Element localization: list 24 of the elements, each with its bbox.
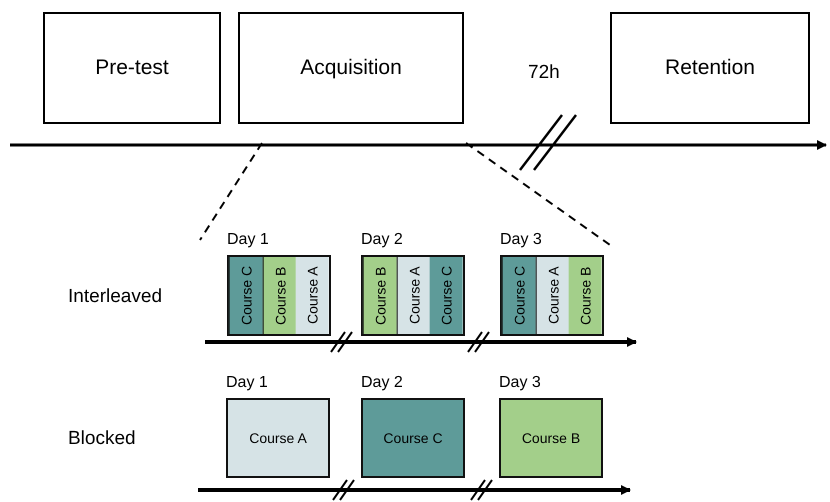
row-label: Blocked [68, 428, 136, 450]
course-block: Course C [229, 257, 263, 334]
phase-box: Acquisition [238, 12, 464, 124]
course-block: Course B [569, 257, 602, 334]
course-block: Course B [363, 257, 397, 334]
course-block: Course A [536, 257, 570, 334]
day-label: Day 2 [361, 231, 403, 249]
day-label: Day 1 [227, 231, 269, 249]
course-block: Course C [430, 257, 464, 334]
day-label: Day 2 [361, 374, 403, 392]
course-block: Course A [296, 257, 330, 334]
phase-box: Retention [610, 12, 810, 124]
day-label: Day 1 [226, 374, 268, 392]
course-block: Course B [499, 398, 603, 478]
course-block: Course B [262, 257, 296, 334]
day-label: Day 3 [500, 231, 542, 249]
phase-box: Pre-test [43, 12, 221, 124]
course-block: Course C [502, 257, 536, 334]
course-block: Course A [396, 257, 430, 334]
duration-label: 72h [528, 62, 560, 84]
row-label: Interleaved [68, 286, 162, 308]
course-block: Course C [361, 398, 465, 478]
course-block: Course A [226, 398, 330, 478]
day-label: Day 3 [499, 374, 541, 392]
